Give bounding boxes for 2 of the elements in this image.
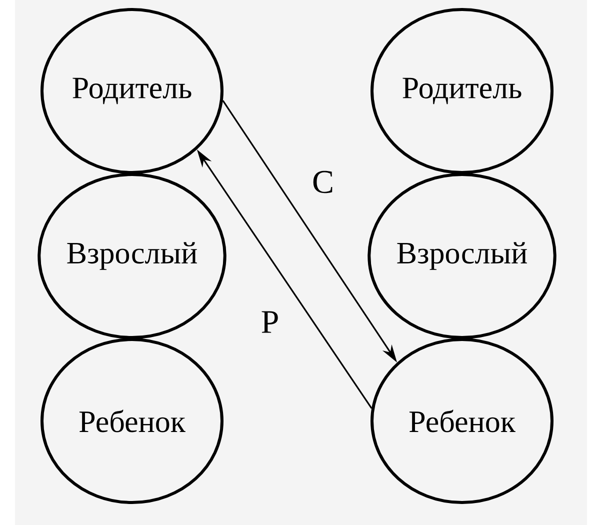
edge-label: С [310,168,336,196]
edge-label: Р [258,309,282,335]
